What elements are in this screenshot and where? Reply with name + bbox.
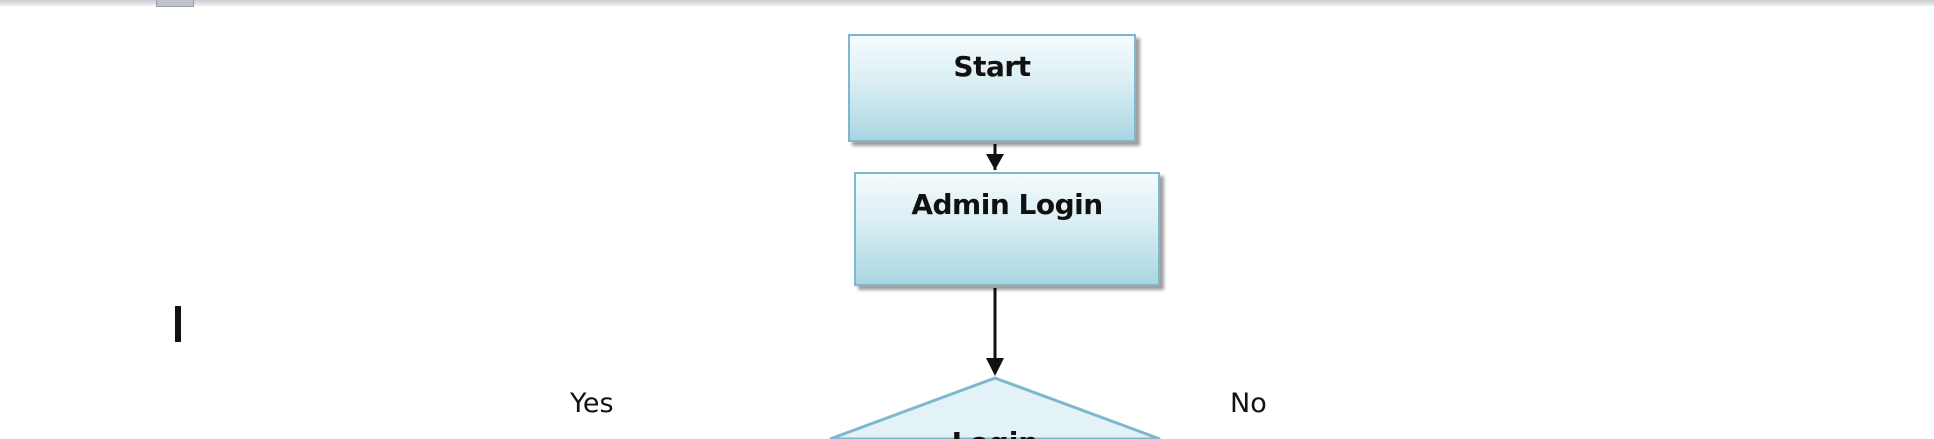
login-decision-label: Login <box>952 426 1039 439</box>
arrowhead-start-to-admin-login <box>986 154 1004 170</box>
admin-login-node-label: Admin Login <box>911 188 1103 221</box>
login-decision-diamond <box>829 376 1161 439</box>
no-branch-label: No <box>1230 388 1267 419</box>
yes-branch-label: Yes <box>570 388 614 419</box>
start-node-label: Start <box>953 50 1031 83</box>
admin-login-node: Admin Login <box>854 172 1160 286</box>
text-cursor-icon <box>175 306 181 342</box>
arrowhead-admin-login-to-decision <box>986 358 1004 376</box>
page-corner-marker <box>156 0 194 7</box>
start-node: Start <box>848 34 1136 142</box>
top-border-line <box>0 0 1934 6</box>
